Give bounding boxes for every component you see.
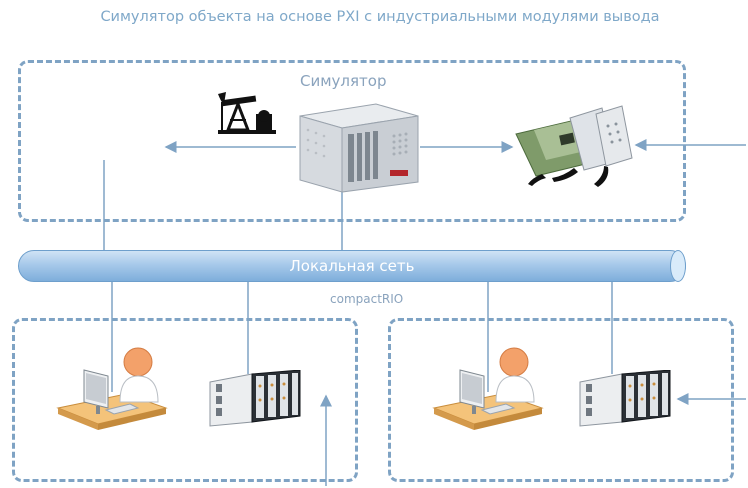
operator-workstation-icon (432, 347, 544, 430)
compactrio-label: compactRIO (330, 292, 404, 306)
workstation-box-right (388, 318, 734, 482)
simulator-label: Симулятор (300, 72, 387, 90)
network-label: Локальная сеть (289, 257, 415, 275)
network-end-cap (670, 250, 686, 282)
local-network-bar: Локальная сеть (18, 250, 686, 282)
oil-pump-icon (218, 92, 276, 134)
compactrio-device-icon (579, 370, 671, 427)
pxi-modules-icon (515, 105, 633, 187)
simulator-box (18, 60, 686, 222)
pxi-chassis-icon (299, 103, 419, 193)
compactrio-device-icon (209, 370, 301, 427)
diagram-title: Симулятор объекта на основе PXI с индуст… (100, 9, 660, 25)
workstation-box-left (12, 318, 358, 482)
operator-workstation-icon (56, 347, 168, 430)
